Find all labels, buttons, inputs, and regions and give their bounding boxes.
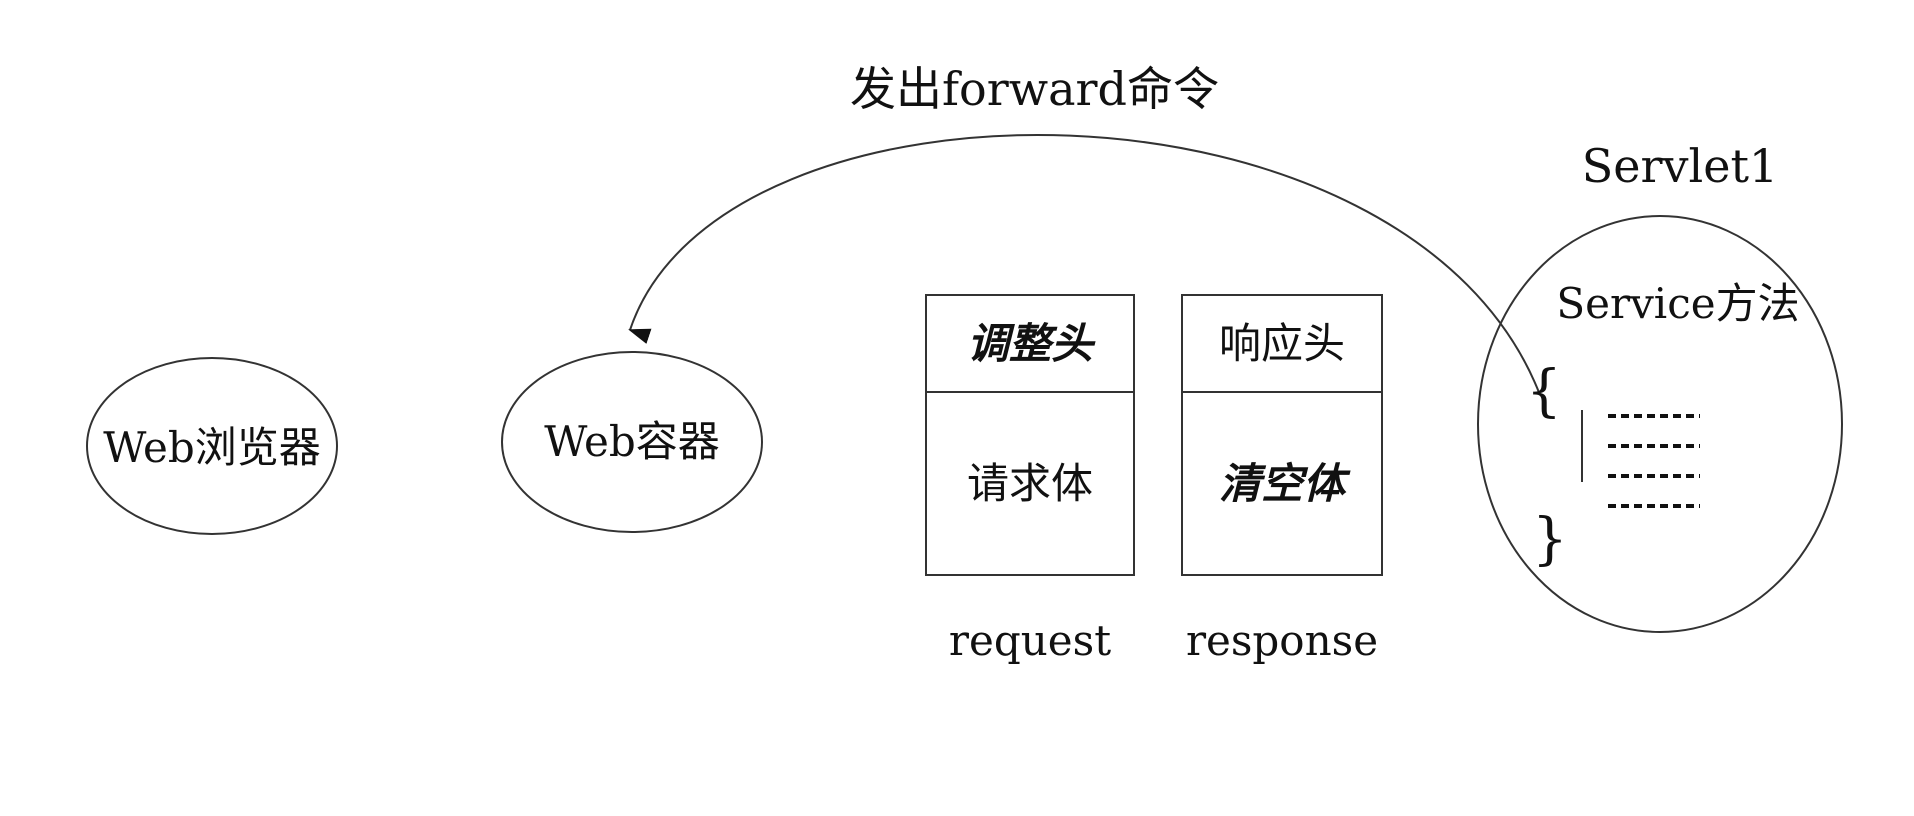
web-browser-label: Web浏览器 [103, 423, 321, 472]
request-body-label: 请求体 [967, 459, 1093, 508]
servlet-name-label: Servlet1 [1582, 139, 1778, 193]
response-body-label: 清空体 [1219, 459, 1351, 508]
response-box: 响应头 清空体 [1181, 294, 1383, 576]
request-caption: request [949, 616, 1111, 665]
request-outline [925, 294, 1135, 576]
dotted-code-lines-icon [1608, 414, 1700, 508]
response-outline [1181, 294, 1383, 576]
forward-label: 发出forward命令 [850, 62, 1219, 116]
response-header-label: 响应头 [1219, 319, 1345, 368]
request-box: 调整头 请求体 [925, 294, 1135, 576]
close-brace: } [1532, 507, 1568, 572]
request-header-label: 调整头 [967, 319, 1096, 368]
web-container-node [501, 351, 763, 533]
web-browser-node [86, 357, 338, 535]
open-brace: { [1526, 359, 1562, 424]
forward-arrow [628, 134, 1541, 396]
response-caption: response [1186, 616, 1378, 665]
web-container-label: Web容器 [544, 417, 720, 466]
service-method-label: Service方法 [1556, 279, 1799, 328]
servlet-node [1477, 215, 1843, 633]
